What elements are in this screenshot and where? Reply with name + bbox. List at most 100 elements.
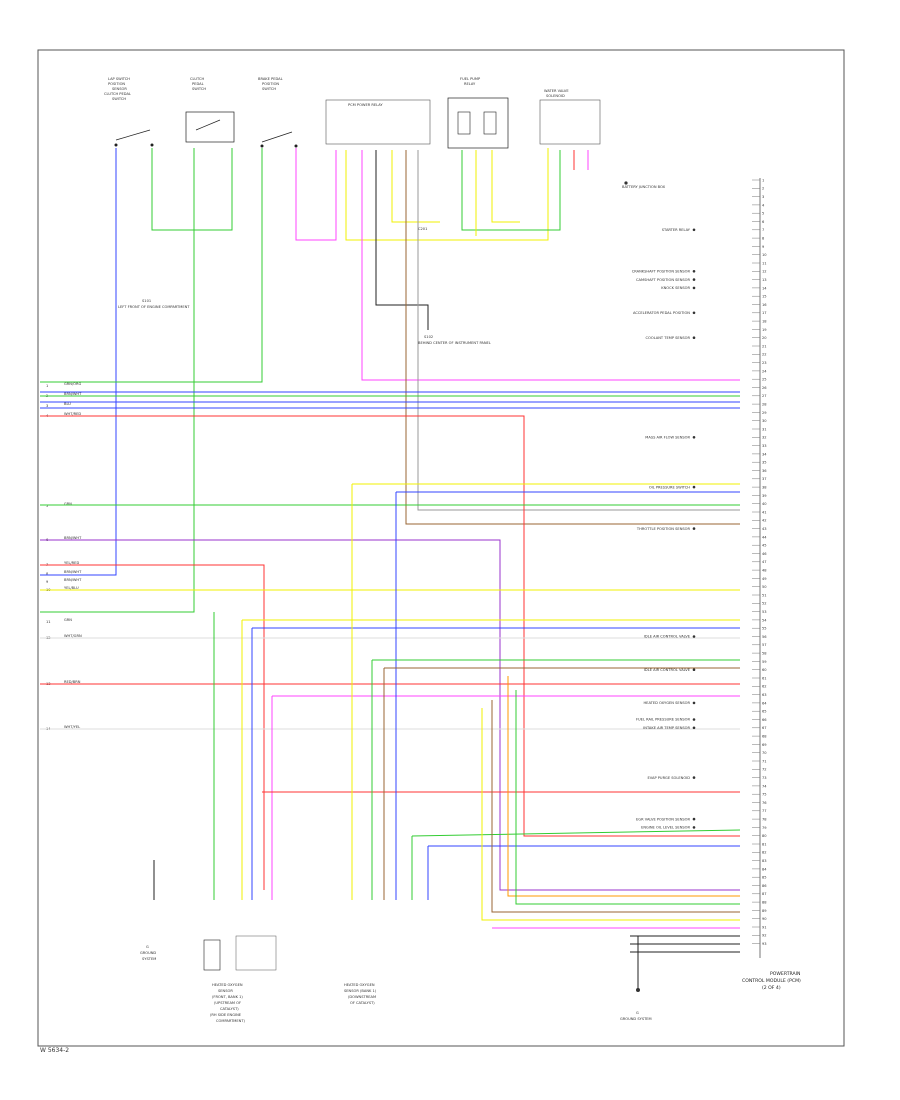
pcm-pin-number: 78: [762, 818, 767, 822]
pcm-pin-number: 4: [762, 203, 765, 207]
pcm-pin-number: 70: [762, 751, 767, 755]
right-note: STARTER RELAY: [662, 228, 691, 232]
left-ref: 5: [46, 504, 48, 508]
right-note-connector: [692, 286, 696, 290]
battery-junction-box: BATTERY JUNCTION BOX: [622, 181, 666, 189]
svg-text:LEFT FRONT OF ENGINE COMPARTME: LEFT FRONT OF ENGINE COMPARTMENT: [118, 305, 190, 309]
splice-s102: S102 BEHIND CENTER OF INSTRUMENT PANEL: [418, 335, 491, 345]
top-component-pcm-relay: PCM POWER RELAY: [325, 99, 431, 145]
left-wire-label: RED/BRN: [64, 680, 81, 684]
right-note-connector: [692, 228, 696, 232]
pcm-pin-number: 13: [762, 278, 767, 282]
pcm-pin-number: 17: [762, 311, 767, 315]
pcm-pin-number: 25: [762, 378, 767, 382]
right-note-connector: [692, 311, 696, 315]
svg-text:POSITION: POSITION: [108, 82, 125, 86]
pcm-pin-number: 53: [762, 610, 767, 614]
pcm-pin-number: 72: [762, 768, 767, 772]
wire-magenta-relay: [361, 150, 740, 381]
right-note-connector: [692, 668, 696, 671]
left-wire-labels: 1GRN/ORG2BRN/WHT3BLU4WHT/RED5GRN6BRN/WHT…: [46, 382, 82, 731]
pcm-label-line-1: POWERTRAIN: [770, 971, 800, 977]
pcm-pin-number: 58: [762, 652, 767, 656]
right-note-connector: [692, 701, 696, 705]
svg-text:LAP SWITCH: LAP SWITCH: [108, 77, 130, 81]
svg-text:HEATED OXYGEN: HEATED OXYGEN: [344, 983, 375, 987]
right-note: EGR VALVE POSITION SENSOR: [636, 817, 690, 821]
svg-text:SENSOR (BANK 1): SENSOR (BANK 1): [344, 989, 377, 993]
pcm-pin-number: 23: [762, 361, 767, 365]
svg-text:S101: S101: [142, 299, 151, 303]
right-note: EVAP PURGE SOLENOID: [648, 776, 691, 780]
pcm-pin-number: 24: [762, 369, 767, 373]
svg-text:(UPSTREAM OF: (UPSTREAM OF: [214, 1001, 241, 1005]
pcm-pin-number: 42: [762, 519, 767, 523]
svg-text:FUEL PUMP: FUEL PUMP: [460, 77, 481, 81]
svg-text:GROUND SYSTEM: GROUND SYSTEM: [620, 1017, 652, 1021]
left-wire-label: GRN: [64, 618, 72, 622]
pcm-pin-number: 59: [762, 660, 767, 664]
pcm-pin-number: 81: [762, 842, 767, 846]
pcm-pin-number: 71: [762, 759, 767, 763]
svg-text:COMPARTMENT): COMPARTMENT): [216, 1019, 246, 1023]
pcm-pin-number: 10: [762, 253, 767, 257]
svg-text:POSITION: POSITION: [262, 82, 279, 86]
svg-text:(RH SIDE ENGINE: (RH SIDE ENGINE: [210, 1013, 242, 1017]
svg-text:BRAKE PEDAL: BRAKE PEDAL: [258, 77, 283, 81]
pcm-pin-number: 16: [762, 303, 767, 307]
svg-text:CLUTCH PEDAL: CLUTCH PEDAL: [104, 92, 131, 96]
bottom-heated-o2-downstream: HEATED OXYGEN SENSOR (BANK 1) (DOWNSTREA…: [344, 983, 377, 1005]
pcm-pin-list: 1234567891011121314151617181920212223242…: [752, 178, 767, 946]
right-note: CAMSHAFT POSITION SENSOR: [636, 278, 690, 282]
pcm-pin-number: 40: [762, 502, 767, 506]
pcm-pin-number: 82: [762, 851, 767, 855]
left-wire-label: WHT/YEL: [64, 725, 80, 729]
pcm-pin-number: 88: [762, 901, 767, 905]
pcm-pin-number: 30: [762, 419, 767, 423]
svg-text:PCM POWER RELAY: PCM POWER RELAY: [348, 103, 383, 107]
svg-text:SENSOR: SENSOR: [112, 87, 127, 91]
left-wire-label: YEL/BLU: [64, 586, 79, 590]
bottom-ground-g2: G GROUND SYSTEM: [620, 988, 652, 1021]
wire-brown-relay: [405, 150, 740, 525]
top-component-water-valve: WATER VALVE SOLENOID: [539, 89, 601, 145]
right-note-connector: [692, 726, 696, 730]
pcm-pin-number: 26: [762, 386, 767, 390]
right-note: ACCELERATOR PEDAL POSITION: [633, 311, 690, 315]
pcm-pin-number: 89: [762, 909, 767, 913]
right-note-connector: [692, 436, 696, 439]
svg-text:SWITCH: SWITCH: [262, 87, 276, 91]
pcm-pin-number: 67: [762, 726, 767, 730]
pcm-pin-number: 18: [762, 320, 767, 324]
bottom-ground-g1: G GROUND SYSTEM: [140, 945, 156, 961]
pcm-pin-number: 19: [762, 328, 767, 332]
pcm-pin-number: 6: [762, 220, 765, 224]
left-ref: 1: [46, 384, 48, 388]
left-wire-label: BRN/WHT: [64, 578, 82, 582]
wire-green-clutch: [40, 148, 195, 613]
pcm-pin-number: 7: [762, 228, 764, 232]
svg-text:(FRONT, BANK 1): (FRONT, BANK 1): [212, 995, 243, 999]
right-note-connector: [692, 718, 696, 721]
pcm-pin-number: 5: [762, 212, 764, 216]
pcm-pin-number: 47: [762, 560, 767, 564]
top-component-clutch: CLUTCH PEDAL SWITCH: [185, 77, 235, 143]
pcm-pin-number: 33: [762, 444, 767, 448]
wire-magenta-brake: [295, 148, 337, 241]
wire-black-relay: [375, 150, 429, 330]
pcm-pin-number: 11: [762, 261, 767, 265]
pcm-pin-number: 60: [762, 668, 767, 672]
right-note-connector: [692, 826, 696, 829]
pcm-pin-number: 3: [762, 195, 764, 199]
right-note-connector: [692, 270, 696, 273]
left-wire-label: BRN/WHT: [64, 392, 82, 396]
left-wire-label: BRN/WHT: [64, 536, 82, 540]
svg-text:C201: C201: [418, 227, 427, 231]
svg-text:HEATED OXYGEN: HEATED OXYGEN: [212, 983, 243, 987]
pcm-pin-number: 79: [762, 826, 767, 830]
pcm-pin-number: 49: [762, 577, 767, 581]
svg-text:PEDAL: PEDAL: [192, 82, 204, 86]
wire-green-fuel: [461, 150, 561, 231]
left-wire-label: GRN: [64, 502, 72, 506]
